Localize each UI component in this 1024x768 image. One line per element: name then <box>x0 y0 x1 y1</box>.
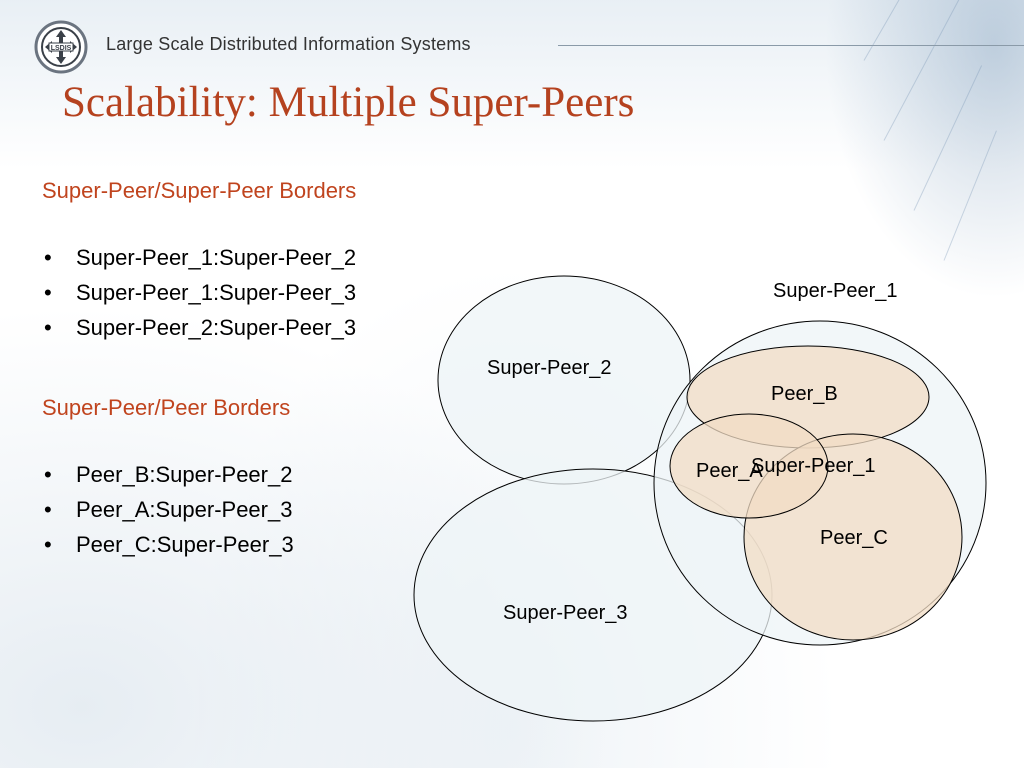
peer-c-label: Peer_C <box>820 527 888 549</box>
peer-a-label: Peer_A <box>696 460 763 482</box>
superpeer-borders-list: Super-Peer_1:Super-Peer_2 Super-Peer_1:S… <box>42 240 356 345</box>
slide-title: Scalability: Multiple Super-Peers <box>62 79 635 126</box>
header-divider <box>558 45 1024 46</box>
list-item: Super-Peer_1:Super-Peer_3 <box>42 275 356 310</box>
peer-borders-list: Peer_B:Super-Peer_2 Peer_A:Super-Peer_3 … <box>42 457 294 562</box>
course-title: Large Scale Distributed Information Syst… <box>106 34 471 54</box>
list-item: Super-Peer_2:Super-Peer_3 <box>42 310 356 345</box>
list-item: Peer_C:Super-Peer_3 <box>42 527 294 562</box>
super-peer-2-label: Super-Peer_2 <box>487 357 612 379</box>
section-heading-peer-borders: Super-Peer/Peer Borders <box>42 395 291 420</box>
super-peer-1-outer-label: Super-Peer_1 <box>773 280 898 302</box>
super-peer-3-label: Super-Peer_3 <box>503 602 628 624</box>
lsdis-logo: LSDIS <box>34 20 88 74</box>
super-peer-1-inner-label: Super-Peer_1 <box>751 455 876 477</box>
corner-decoration <box>824 0 1024 300</box>
list-item: Super-Peer_1:Super-Peer_2 <box>42 240 356 275</box>
peer-b-label: Peer_B <box>771 383 838 405</box>
super-peer-2-ellipse <box>437 275 691 485</box>
section-heading-superpeer-borders: Super-Peer/Super-Peer Borders <box>42 178 357 203</box>
peer-a-ellipse <box>669 413 829 519</box>
list-item: Peer_B:Super-Peer_2 <box>42 457 294 492</box>
logo-text: LSDIS <box>51 45 72 52</box>
list-item: Peer_A:Super-Peer_3 <box>42 492 294 527</box>
